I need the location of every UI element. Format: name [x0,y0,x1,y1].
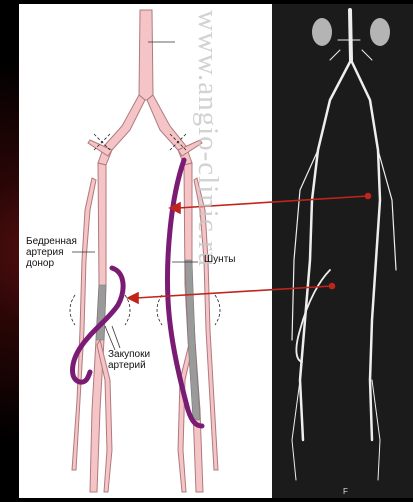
mri-marker: F [343,487,348,496]
watermark-text: www.angio-clinic.ru [191,10,224,267]
aorta [139,10,153,100]
shunts-label: Шунты [204,254,235,265]
femoral-donor-label: Бедренная артерия донор [26,236,77,269]
occlusions-label: Закупоки артерий [108,349,150,371]
correspondence-arrows [128,194,371,304]
right-occlusion [185,260,200,420]
left-occlusion [96,285,106,340]
right-iliac-artery [147,95,192,165]
angiogram-vessels [292,10,396,480]
